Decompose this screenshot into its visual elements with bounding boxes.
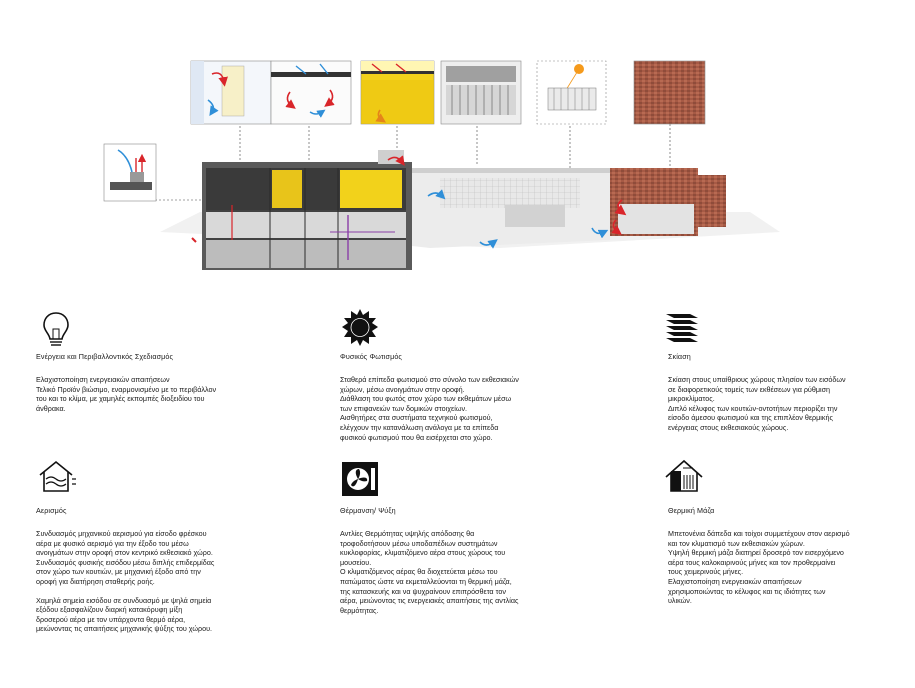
section-title: Θέρμανση/ Ψύξη xyxy=(340,506,396,515)
section-title: Ενέργεια και Περιβαλλοντικός Σχεδιασμός xyxy=(36,352,174,361)
paragraph: Χαμηλά σημεία εισόδου σε συνδυασμό με ψη… xyxy=(36,595,213,634)
section-title: Αερισμός xyxy=(36,506,67,515)
paragraph: Αντλίες Θερμότητας υψηλής απόδοσης θα τρ… xyxy=(340,529,519,615)
section-title: Φυσικός Φωτισμός xyxy=(340,352,402,361)
paragraph: Σταθερά επίπεδα φωτισμού στο σύνολο των … xyxy=(340,375,519,442)
section-body: Συνδυασμός μηχανικού αερισμού για είσοδο… xyxy=(36,529,281,634)
section-ventilation: Αερισμός Συνδυασμός μηχανικού αερισμού γ… xyxy=(36,506,281,634)
sun-icon xyxy=(342,309,378,346)
section-title: Θερμική Μάζα xyxy=(668,506,715,515)
building-section-drawing xyxy=(160,150,780,270)
ventilation-house-icon xyxy=(39,460,76,492)
section-body: Μπετονένια δάπεδα και τοίχοι συμμετέχουν… xyxy=(668,529,913,606)
building-section-diagram xyxy=(103,60,780,270)
section-heating-cooling: Θέρμανση/ Ψύξη Αντλίες Θερμότητας υψηλής… xyxy=(340,506,585,615)
detail-thumbnail-daylight xyxy=(360,60,435,125)
detail-thumbnail-floor-inlet xyxy=(103,143,157,202)
section-body: Σταθερά επίπεδα φωτισμού στο σύνολο των … xyxy=(340,375,585,442)
detail-thumbnail-shading xyxy=(536,60,607,125)
detail-thumbnail-facade xyxy=(440,60,522,125)
paragraph: Συνδυασμός μηχανικού αερισμού για είσοδο… xyxy=(36,529,215,586)
section-shading: Σκίαση Σκίαση στους υπαίθριους χώρους πλ… xyxy=(668,352,913,433)
heat-pump-fan-icon xyxy=(342,462,378,496)
shading-icon xyxy=(666,314,698,342)
section-body: Σκίαση στους υπαίθριους χώρους πλησίον τ… xyxy=(668,375,913,433)
lightbulb-icon xyxy=(43,312,69,346)
section-daylight: Φυσικός Φωτισμός Σταθερά επίπεδα φωτισμο… xyxy=(340,352,585,442)
section-body: Ελαχιστοποίηση ενεργειακών απαιτήσεων Τε… xyxy=(36,375,281,413)
section-energy: Ενέργεια και Περιβαλλοντικός Σχεδιασμός … xyxy=(36,352,281,413)
section-thermal-mass: Θερμική Μάζα Μπετονένια δάπεδα και τοίχο… xyxy=(668,506,913,606)
paragraph: Σκίαση στους υπαίθριους χώρους πλησίον τ… xyxy=(668,375,846,432)
detail-thumbnail-ventilation-1 xyxy=(190,60,272,125)
detail-thumbnail-brick-skin xyxy=(633,60,706,125)
detail-thumbnail-ventilation-2 xyxy=(270,60,352,125)
section-title: Σκίαση xyxy=(668,352,691,361)
paragraph: Ελαχιστοποίηση ενεργειακών απαιτήσεων Τε… xyxy=(36,375,217,413)
thermal-mass-house-icon xyxy=(665,459,703,492)
paragraph: Μπετονένια δάπεδα και τοίχοι συμμετέχουν… xyxy=(668,529,850,606)
section-body: Αντλίες Θερμότητας υψηλής απόδοσης θα τρ… xyxy=(340,529,585,615)
